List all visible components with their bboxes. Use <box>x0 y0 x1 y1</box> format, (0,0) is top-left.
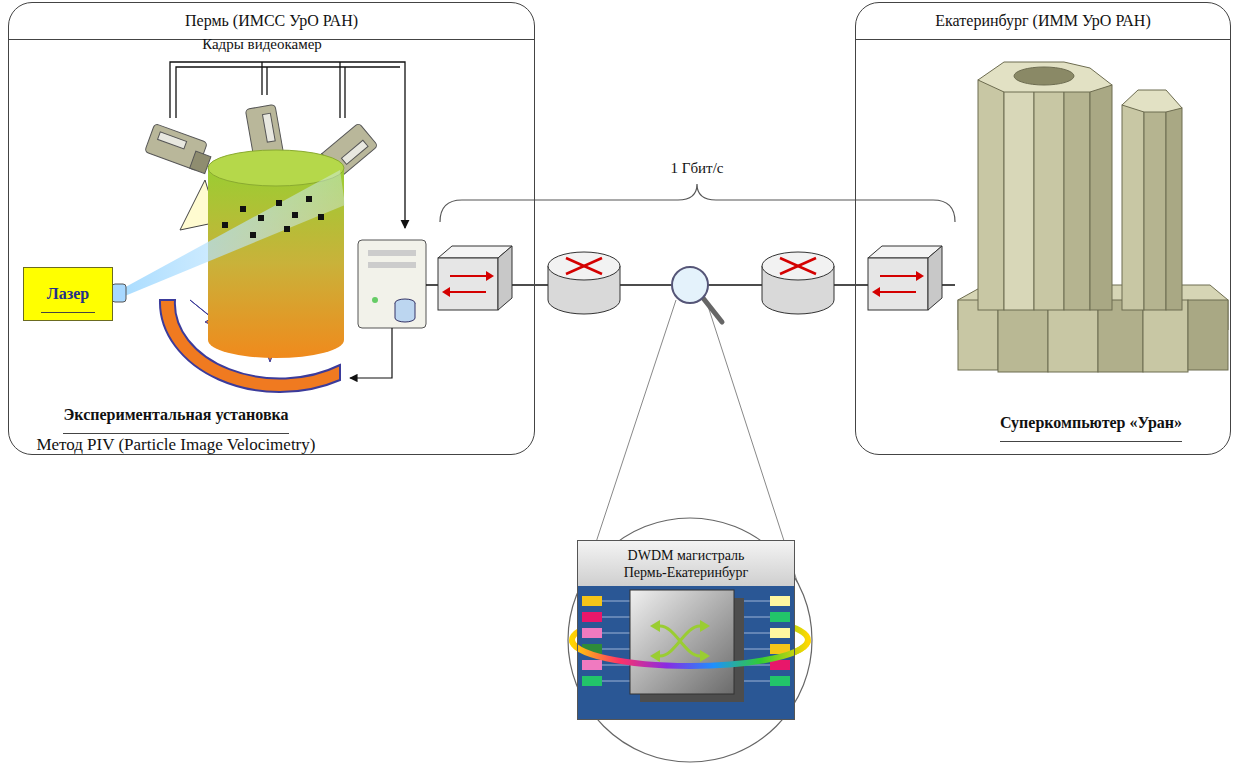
wire-label: Кадры видеокамер <box>202 36 322 53</box>
node-text: DWDM магистраль Пермь-Екатеринбург <box>578 541 794 581</box>
tracer-particles <box>222 196 324 238</box>
zoom-circle <box>568 518 812 762</box>
node-text: Суперкомпьютер «Уран» <box>1000 405 1182 442</box>
magnifier <box>571 267 809 618</box>
dwdm-box: DWDM магистраль Пермь-Екатеринбург <box>577 540 795 720</box>
switch <box>438 246 512 310</box>
supercomputer-caption: Суперкомпьютер «Уран» <box>956 405 1226 448</box>
server <box>358 240 426 328</box>
laser-box: Лазер <box>23 267 113 321</box>
switch <box>868 246 942 310</box>
router <box>762 252 834 314</box>
router <box>548 252 620 314</box>
control-wire <box>350 328 392 378</box>
site-panel: Пермь (ИМСС УрО РАН) ЛазерЭкспериментальн… <box>8 2 535 455</box>
bandwidth-bracket <box>440 184 955 222</box>
bandwidth-label: 1 Гбит/с <box>671 160 724 177</box>
node-text: Метод PIV (Particle Image Velocimetry) <box>37 434 316 456</box>
node-text: Лазер <box>41 276 95 313</box>
setup-caption: Экспериментальная установкаМетод PIV (Pa… <box>16 397 336 462</box>
supercomputer-building <box>958 62 1228 372</box>
site-panel: Екатеринбург (ИММ УрО РАН) Суперкомпьютер… <box>855 2 1231 455</box>
node-text: Екатеринбург (ИММ УрО РАН) <box>856 3 1230 40</box>
dwdm-equipment <box>572 540 808 720</box>
laser-lens <box>112 284 126 302</box>
node-text: Пермь (ИМСС УрО РАН) <box>9 3 534 40</box>
node-text: Экспериментальная установка <box>63 397 288 434</box>
laser-beam <box>120 170 345 298</box>
